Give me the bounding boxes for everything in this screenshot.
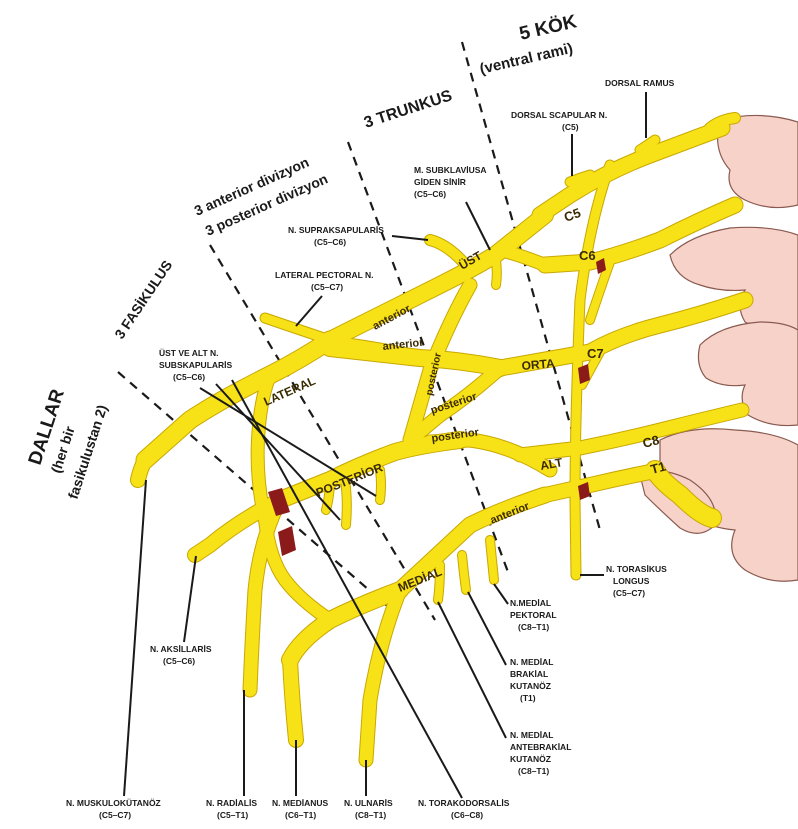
label-line: (C5)	[562, 122, 579, 132]
trunk-label-middle: ORTA	[521, 356, 556, 373]
label-long-thoracic: N. TORASİKUS LONGUS (C5–C7)	[606, 564, 667, 598]
label-line: (C5–T1)	[217, 810, 248, 820]
label-line: N. AKSİLLARİS	[150, 644, 212, 654]
leader-suprascapular	[392, 236, 428, 240]
label-line: (C5–C6)	[163, 656, 195, 666]
label-line: (C5–C6)	[314, 237, 346, 247]
leader-medial-brachial	[468, 592, 506, 665]
label-line: N. MEDİAL	[510, 730, 553, 740]
label-line: DORSAL SCAPULAR N.	[511, 110, 607, 120]
branches-subtitle-2: fasikulustan 2)	[65, 403, 111, 501]
label-line: (C5–C6)	[173, 372, 205, 382]
label-line: M. SUBKLAVİUSA	[414, 165, 487, 175]
label-line: (C5–C7)	[613, 588, 645, 598]
label-line: SUBSKAPULARİS	[159, 360, 233, 370]
label-line: KUTANÖZ	[510, 754, 551, 764]
leader-subclavius	[466, 202, 490, 250]
label-lateral-pectoral: LATERAL PECTORAL N. (C5–C7)	[275, 270, 374, 292]
label-line: (C8–T1)	[518, 766, 549, 776]
label-line: (C5–C7)	[99, 810, 131, 820]
lateral-pectoral-branch	[265, 318, 330, 340]
label-line: (C6–C8)	[451, 810, 483, 820]
label-line: (C5–C7)	[311, 282, 343, 292]
label-ulnar: N. ULNARİS (C8–T1)	[344, 798, 393, 820]
roots-subtitle: (ventral rami)	[478, 40, 574, 78]
label-subscapular: ÜST VE ALT N. SUBSKAPULARİS (C5–C6)	[159, 348, 233, 382]
label-line: N. SUPRAKSAPULARİS	[288, 225, 384, 235]
label-line: N. MUSKULOKÜTANÖZ	[66, 798, 161, 808]
label-line: (C6–T1)	[285, 810, 316, 820]
label-suprascapular: N. SUPRAKSAPULARİS (C5–C6)	[288, 225, 384, 247]
label-line: GİDEN SİNİR	[414, 177, 466, 187]
label-line: KUTANÖZ	[510, 681, 551, 691]
subclavius-branch	[495, 255, 497, 285]
label-line: LONGUS	[613, 576, 650, 586]
label-thoracodorsal: N. TORAKODORSALİS (C6–C8)	[418, 798, 510, 820]
label-line: N. ULNARİS	[344, 798, 393, 808]
label-line: N. TORASİKUS	[606, 564, 667, 574]
trunks-title: 3 TRUNKUS	[362, 87, 455, 132]
leader-medial-pectoral	[494, 584, 508, 604]
label-line: DORSAL RAMUS	[605, 78, 675, 88]
label-line: (T1)	[520, 693, 536, 703]
leader-musculocutaneous	[124, 480, 146, 796]
label-line: LATERAL PECTORAL N.	[275, 270, 374, 280]
trunk-label-lower: ALT	[539, 455, 564, 473]
label-medial-antebrachial: N. MEDİAL ANTEBRAKİAL KUTANÖZ (C8–T1)	[510, 730, 571, 776]
label-line: PEKTORAL	[510, 610, 557, 620]
cords-title: 3 FASİKULUS	[111, 257, 175, 341]
label-line: N. MEDİANUS	[272, 798, 329, 808]
leader-axillary	[184, 556, 196, 642]
label-dorsal-scapular: DORSAL SCAPULAR N. (C5)	[511, 110, 607, 132]
musculocutaneous-branch	[138, 460, 145, 480]
root-label-c6: C6	[579, 248, 596, 263]
label-line: ANTEBRAKİAL	[510, 742, 571, 752]
root-label-c7: C7	[587, 346, 604, 361]
label-line: (C8–T1)	[518, 622, 549, 632]
medial-brachial-branch	[462, 555, 466, 590]
label-line: N. MEDİAL	[510, 657, 553, 667]
label-musculocutaneous: N. MUSKULOKÜTANÖZ (C5–C7)	[66, 798, 161, 820]
label-line: ÜST VE ALT N.	[159, 348, 219, 358]
label-medial-brachial: N. MEDİAL BRAKİAL KUTANÖZ (T1)	[510, 657, 553, 703]
label-line: N.MEDİAL	[510, 598, 551, 608]
label-line: (C8–T1)	[355, 810, 386, 820]
label-subclavius: M. SUBKLAVİUSA GİDEN SİNİR (C5–C6)	[414, 165, 487, 199]
label-dorsal-ramus: DORSAL RAMUS	[605, 78, 675, 88]
trunk-upper-c6-join	[500, 250, 545, 265]
median-branch	[290, 660, 296, 740]
leader-lateral-pectoral	[296, 296, 322, 326]
label-medial-pectoral: N.MEDİAL PEKTORAL (C8–T1)	[510, 598, 557, 632]
label-line: N. RADİALİS	[206, 798, 257, 808]
posterior-lower-division	[430, 440, 550, 470]
label-median: N. MEDİANUS (C6–T1)	[272, 798, 329, 820]
label-radial: N. RADİALİS (C5–T1)	[206, 798, 257, 820]
label-line: (C5–C6)	[414, 189, 446, 199]
label-line: N. TORAKODORSALİS	[418, 798, 510, 808]
accent-radial-junction	[278, 526, 296, 556]
leader-medial-antebrachial	[438, 602, 506, 738]
medial-pectoral-branch	[490, 540, 494, 580]
label-line: BRAKİAL	[510, 669, 548, 679]
label-axillary: N. AKSİLLARİS (C5–C6)	[150, 644, 212, 666]
